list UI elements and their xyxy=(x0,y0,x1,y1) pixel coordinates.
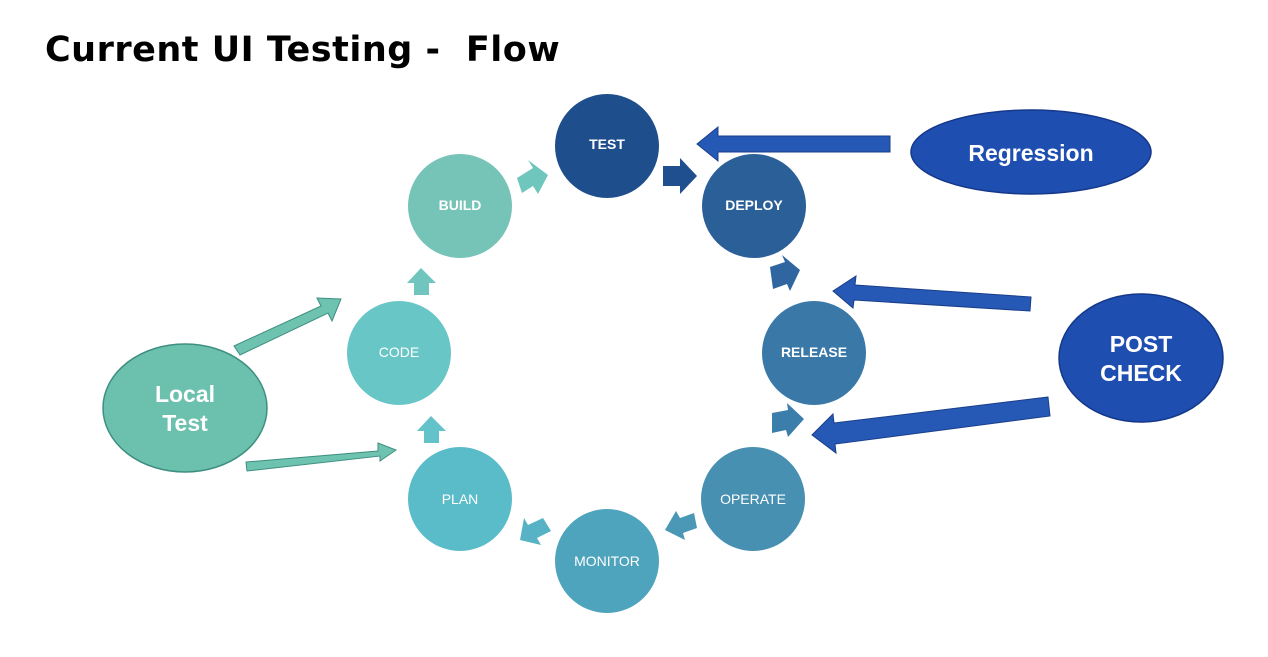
regression-label: Regression xyxy=(968,140,1093,166)
node-deploy-circle xyxy=(702,154,806,258)
arrow-deploy-to-release xyxy=(770,255,800,291)
page-title: Current UI Testing - Flow xyxy=(45,30,561,70)
arrow-plan-to-code xyxy=(417,416,446,443)
node-monitor: MONITOR xyxy=(555,509,659,613)
arrow-localtest-to-plan xyxy=(245,442,398,472)
node-test: TEST xyxy=(555,94,659,198)
post-check-label-line1: POST xyxy=(1110,331,1173,357)
node-deploy-label: DEPLOY xyxy=(725,197,783,213)
node-code-label: CODE xyxy=(379,344,419,360)
local-test-label-line2: Test xyxy=(162,410,208,436)
input-arrows xyxy=(233,125,1051,472)
arrow-postcheck-to-release xyxy=(832,275,1032,312)
arrow-code-to-build xyxy=(407,268,436,295)
post-check-label-line2: CHECK xyxy=(1100,360,1182,386)
node-test-circle xyxy=(555,94,659,198)
node-plan-label: PLAN xyxy=(442,491,479,507)
node-release: RELEASE xyxy=(762,301,866,405)
node-test-label: TEST xyxy=(589,136,625,152)
node-build: BUILD xyxy=(408,154,512,258)
node-code: CODE xyxy=(347,301,451,405)
arrow-regression-to-test xyxy=(696,125,891,163)
post-check-shape xyxy=(1058,293,1224,423)
node-build-label: BUILD xyxy=(439,197,482,213)
local-test-label-line1: Local xyxy=(155,381,215,407)
arrow-test-to-deploy xyxy=(663,158,697,194)
arrow-postcheck-to-operate xyxy=(811,396,1051,455)
node-plan-circle xyxy=(408,447,512,551)
node-release-circle xyxy=(762,301,866,405)
post-check-ellipse: POST CHECK xyxy=(1058,293,1224,423)
node-monitor-circle xyxy=(555,509,659,613)
arrow-localtest-to-code xyxy=(233,297,342,356)
arrow-release-to-operate xyxy=(772,403,804,437)
cycle-arrows xyxy=(407,158,804,545)
node-code-circle xyxy=(347,301,451,405)
arrow-operate-to-monitor xyxy=(665,511,697,540)
node-deploy: DEPLOY xyxy=(702,154,806,258)
node-plan: PLAN xyxy=(408,447,512,551)
local-test-shape xyxy=(102,343,268,473)
node-build-circle xyxy=(408,154,512,258)
node-release-label: RELEASE xyxy=(781,344,847,360)
regression-ellipse: Regression xyxy=(910,109,1152,195)
arrow-monitor-to-plan xyxy=(520,518,551,545)
node-monitor-label: MONITOR xyxy=(574,553,640,569)
node-operate-label: OPERATE xyxy=(720,491,786,507)
local-test-ellipse: Local Test xyxy=(102,343,268,473)
regression-shape xyxy=(910,109,1152,195)
arrow-build-to-test xyxy=(517,160,548,194)
node-operate-circle xyxy=(701,447,805,551)
node-operate: OPERATE xyxy=(701,447,805,551)
